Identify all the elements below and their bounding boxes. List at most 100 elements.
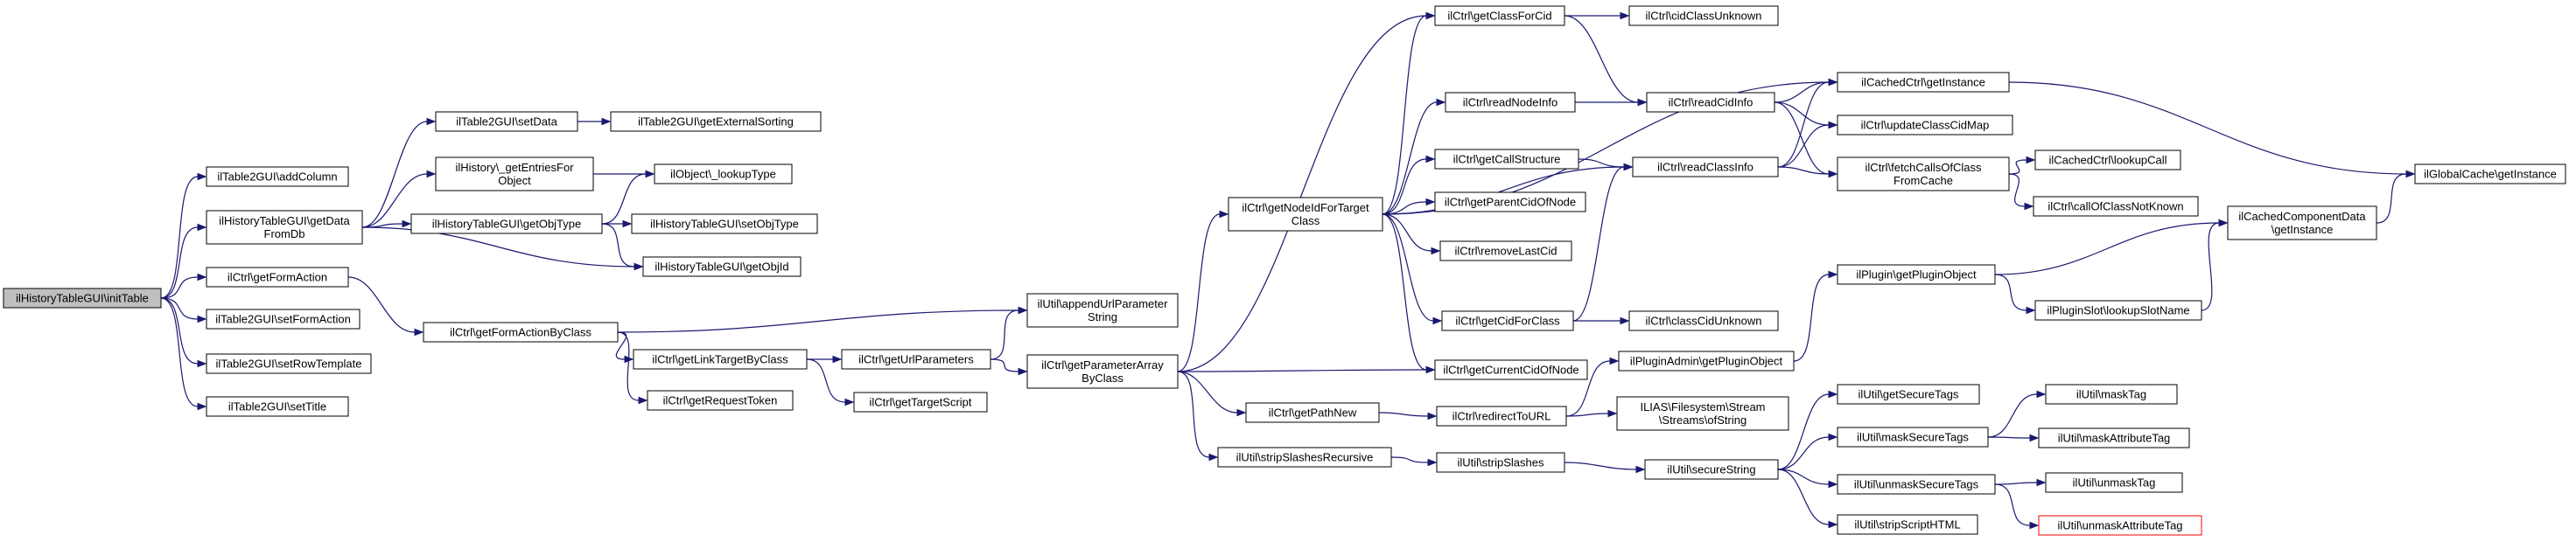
- node-get-link-target-by-class[interactable]: ilCtrl\getLinkTargetByClass: [633, 349, 808, 370]
- edge: [1994, 482, 2038, 485]
- node-init-table[interactable]: ilHistoryTableGUI\initTable: [3, 288, 162, 309]
- node-strip-slashes-recursive[interactable]: ilUtil\stripSlashesRecursive: [1217, 447, 1392, 468]
- arrowhead: [2405, 170, 2416, 178]
- node-lookup-call[interactable]: ilCachedCtrl\lookupCall: [2034, 149, 2181, 170]
- arrowhead: [2036, 390, 2047, 399]
- node-lookup-type[interactable]: ilObject\_lookupType: [654, 163, 793, 184]
- node-get-class-for-cid[interactable]: ilCtrl\getClassForCid: [1434, 5, 1565, 26]
- node-strip-script-h-t-m-l[interactable]: ilUtil\stripScriptHTML: [1837, 514, 1978, 535]
- node-unmask-secure-tags[interactable]: ilUtil\unmaskSecureTags: [1837, 474, 1996, 495]
- node-call-of-class-not-known[interactable]: ilCtrl\callOfClassNotKnown: [2033, 196, 2199, 217]
- node-set-obj-type[interactable]: ilHistoryTableGUI\setObjType: [631, 213, 818, 234]
- node-read-cid-info[interactable]: ilCtrl\readCidInfo: [1646, 92, 1775, 113]
- node-box: [1837, 115, 2013, 136]
- node-get-current-cid-of-node[interactable]: ilCtrl\getCurrentCidOfNode: [1434, 359, 1588, 380]
- node-set-title[interactable]: ilTable2GUI\setTitle: [206, 396, 349, 417]
- node-box: [1837, 427, 1989, 448]
- node-remove-last-cid[interactable]: ilCtrl\removeLastCid: [1439, 240, 1572, 261]
- node-get-request-token[interactable]: ilCtrl\getRequestToken: [647, 390, 794, 411]
- node-box: [1632, 156, 1779, 177]
- arrowhead: [426, 117, 437, 126]
- edge: [1987, 393, 2038, 438]
- arrowhead: [1219, 210, 1229, 219]
- edge: [1777, 469, 1830, 525]
- node-get-instance-component-data[interactable]: ilCachedComponentData\getInstance: [2227, 205, 2377, 240]
- node-set-data[interactable]: ilTable2GUI\setData: [435, 111, 578, 132]
- node-get-obj-type[interactable]: ilHistoryTableGUI\getObjType: [410, 213, 603, 234]
- node-get-cid-for-class[interactable]: ilCtrl\getCidForClass: [1441, 310, 1574, 331]
- node-secure-string[interactable]: ilUtil\secureString: [1644, 459, 1779, 480]
- node-box: [1837, 474, 1996, 495]
- arrowhead: [1607, 409, 1618, 418]
- node-read-class-info[interactable]: ilCtrl\readClassInfo: [1632, 156, 1779, 177]
- node-label: ilCtrl\getTargetScript: [869, 396, 971, 409]
- node-add-column[interactable]: ilTable2GUI\addColumn: [206, 166, 349, 187]
- node-lookup-slot-name[interactable]: ilPluginSlot\lookupSlotName: [2034, 300, 2202, 321]
- node-mask-attribute-tag[interactable]: ilUtil\maskAttributeTag: [2038, 427, 2190, 448]
- node-unmask-attribute-tag[interactable]: ilUtil\unmaskAttributeTag: [2038, 515, 2202, 536]
- arrowhead: [197, 359, 207, 368]
- arrowhead: [197, 172, 207, 181]
- node-get-parent-cid-of-node[interactable]: ilCtrl\getParentCidOfNode: [1434, 191, 1586, 212]
- node-get-external-sorting[interactable]: ilTable2GUI\getExternalSorting: [610, 111, 822, 132]
- node-box: [1434, 359, 1588, 380]
- node-redirect-to-u-r-l[interactable]: ilCtrl\redirectToURL: [1436, 406, 1567, 427]
- node-get-instance-global-cache[interactable]: ilGlobalCache\getInstance: [2414, 163, 2566, 184]
- node-of-string[interactable]: ILIAS\Filesystem\Stream\Streams\ofString: [1616, 396, 1789, 431]
- node-box: [1837, 156, 2010, 191]
- arrowhead: [1236, 408, 1247, 417]
- node-get-url-parameters[interactable]: ilCtrl\getUrlParameters: [841, 349, 991, 370]
- edge: [2008, 159, 2027, 175]
- node-read-node-info[interactable]: ilCtrl\readNodeInfo: [1445, 92, 1576, 113]
- arrowhead: [1828, 170, 1838, 178]
- node-mask-secure-tags[interactable]: ilUtil\maskSecureTags: [1837, 427, 1989, 448]
- node-get-plugin-object[interactable]: ilPlugin\getPluginObject: [1837, 264, 1996, 285]
- arrowhead: [2029, 521, 2040, 530]
- node-mask-tag[interactable]: ilUtil\maskTag: [2045, 384, 2178, 405]
- edge: [1777, 81, 1830, 168]
- node-get-call-structure[interactable]: ilCtrl\getCallStructure: [1434, 149, 1579, 170]
- node-get-instance-ctrl[interactable]: ilCachedCtrl\getInstance: [1837, 72, 2010, 93]
- node-label: ilCtrl\readCidInfo: [1669, 96, 1754, 109]
- node-box: [1434, 191, 1586, 212]
- arrowhead: [1208, 453, 1219, 462]
- node-set-form-action[interactable]: ilTable2GUI\setFormAction: [206, 309, 360, 330]
- node-cid-class-unknown[interactable]: ilCtrl\cidClassUnknown: [1628, 5, 1779, 26]
- node-box: [1245, 402, 1380, 423]
- node-box: [1217, 447, 1392, 468]
- node-get-path-new[interactable]: ilCtrl\getPathNew: [1245, 402, 1380, 423]
- arrowhead: [2218, 219, 2229, 227]
- arrowhead: [1425, 11, 1436, 20]
- edge: [1774, 81, 1830, 103]
- edge: [2376, 173, 2407, 224]
- node-get-target-script[interactable]: ilCtrl\getTargetScript: [853, 392, 988, 413]
- node-label: ilTable2GUI\setData: [456, 115, 557, 129]
- node-class-cid-unknown[interactable]: ilCtrl\classCidUnknown: [1628, 310, 1779, 331]
- node-label: ilHistoryTableGUI\getData: [219, 214, 350, 227]
- node-update-class-cid-map[interactable]: ilCtrl\updateClassCidMap: [1837, 115, 2013, 136]
- node-get-plugin-object-admin[interactable]: ilPluginAdmin\getPluginObject: [1618, 351, 1795, 372]
- node-label: ilHistoryTableGUI\getObjId: [654, 261, 788, 274]
- arrowhead: [1828, 520, 1838, 529]
- node-get-form-action[interactable]: ilCtrl\getFormAction: [206, 267, 349, 288]
- arrowhead: [1620, 316, 1630, 325]
- edge: [1777, 393, 1830, 470]
- edge: [1777, 436, 1830, 470]
- node-label: ilCtrl\removeLastCid: [1454, 245, 1557, 258]
- node-get-form-action-by-class[interactable]: ilCtrl\getFormActionByClass: [423, 322, 619, 343]
- edge: [160, 226, 199, 299]
- node-label: ilCachedCtrl\getInstance: [1861, 76, 1985, 89]
- node-set-row-template[interactable]: ilTable2GUI\setRowTemplate: [206, 353, 372, 374]
- node-get-secure-tags[interactable]: ilUtil\getSecureTags: [1837, 384, 1980, 405]
- node-get-obj-id[interactable]: ilHistoryTableGUI\getObjId: [642, 256, 802, 277]
- arrowhead: [645, 170, 655, 178]
- node-strip-slashes[interactable]: ilUtil\stripSlashes: [1436, 452, 1565, 473]
- node-unmask-tag[interactable]: ilUtil\unmaskTag: [2045, 472, 2183, 493]
- arrowhead: [638, 396, 648, 405]
